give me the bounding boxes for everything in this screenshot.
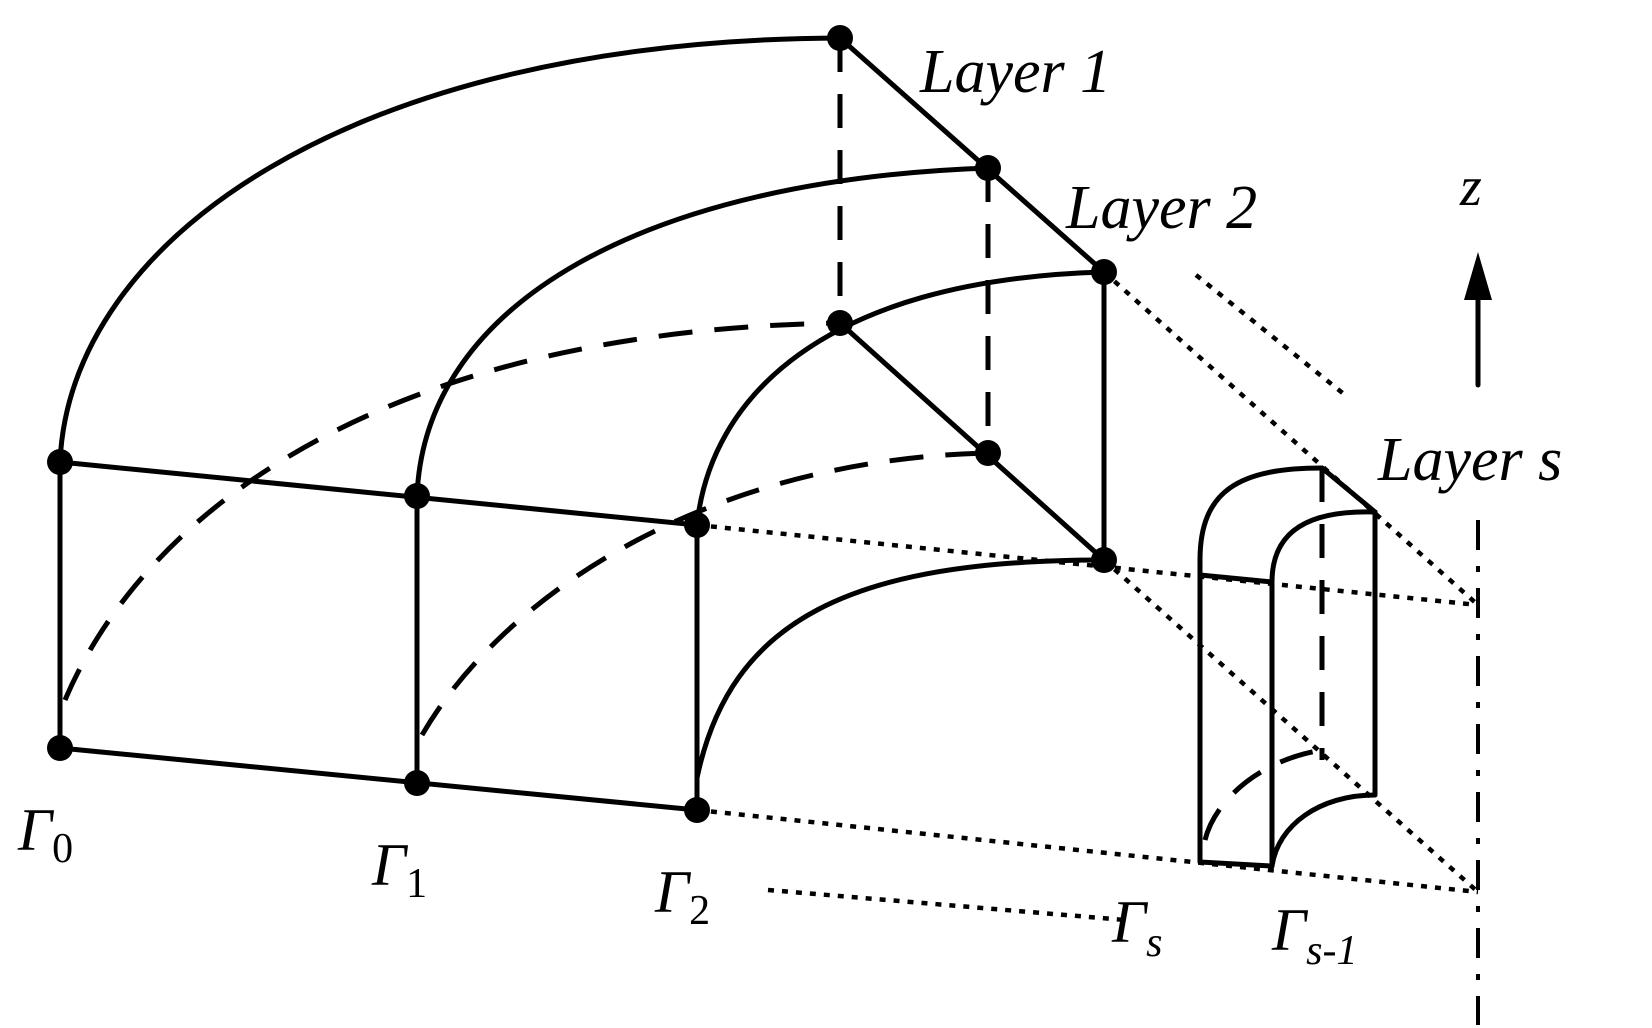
z-axis-label: z bbox=[1459, 156, 1482, 218]
node bbox=[827, 310, 853, 336]
gamma-s-top-arc bbox=[1197, 465, 1325, 865]
innermost-upper-radial bbox=[1197, 572, 1275, 585]
gamma-s-1-label: Γs-1 bbox=[1271, 897, 1357, 974]
dotted-mid-diagonal bbox=[1102, 558, 1480, 894]
node bbox=[827, 25, 853, 51]
gamma-2-label: Γ2 bbox=[654, 859, 710, 934]
mid-diagonal-edge bbox=[837, 320, 1107, 563]
node bbox=[1091, 259, 1117, 285]
node bbox=[975, 440, 1001, 466]
gamma-1-top-arc bbox=[414, 165, 991, 499]
node bbox=[975, 155, 1001, 181]
node bbox=[684, 512, 710, 538]
node bbox=[1091, 547, 1117, 573]
innermost-hidden-arc bbox=[1202, 747, 1323, 841]
gamma-0-top-arc bbox=[57, 35, 843, 465]
layer-2-shell bbox=[414, 165, 991, 786]
node bbox=[404, 483, 430, 509]
innermost-bottom-edge bbox=[1197, 859, 1275, 869]
layer-2-label: Layer 2 bbox=[1065, 174, 1257, 242]
z-arrow-head bbox=[1464, 252, 1492, 300]
innermost-top-diagonal bbox=[1319, 465, 1378, 515]
innermost-shell bbox=[1197, 465, 1378, 869]
layer-s-inner-shell bbox=[694, 269, 1107, 813]
gamma-2-bottom-arc bbox=[694, 557, 1107, 781]
lower-radial-edge bbox=[57, 745, 700, 813]
gamma-s-label: Γs bbox=[1111, 889, 1163, 966]
dotted-gamma-s-line bbox=[767, 887, 1126, 923]
nodes bbox=[47, 25, 1117, 823]
gamma-0-label: Γ0 bbox=[17, 797, 73, 872]
gamma-1-hidden-arc bbox=[419, 450, 989, 737]
gamma-s-1-bottom-arc bbox=[1269, 792, 1378, 869]
layer-1-shell bbox=[57, 35, 843, 751]
gamma-1-label: Γ1 bbox=[371, 832, 427, 907]
node bbox=[47, 449, 73, 475]
node bbox=[47, 735, 73, 761]
dotted-upper-radial bbox=[696, 522, 1479, 608]
continuation-lines bbox=[696, 270, 1480, 923]
layer-1-label: Layer 1 bbox=[919, 38, 1111, 106]
radial-lines bbox=[57, 35, 1107, 813]
top-diagonal-edge bbox=[837, 35, 1107, 275]
dotted-parallel-diagonal bbox=[1194, 273, 1347, 397]
z-axis: z bbox=[1459, 156, 1492, 1025]
node bbox=[404, 770, 430, 796]
gamma-s-1-top-arc bbox=[1269, 509, 1378, 869]
layer-s-label: Layer s bbox=[1377, 426, 1562, 494]
gamma-0-hidden-arc bbox=[62, 320, 841, 701]
upper-radial-edge bbox=[57, 459, 700, 528]
gamma-2-top-arc bbox=[694, 269, 1107, 528]
dotted-lower-radial bbox=[696, 807, 1479, 895]
node bbox=[684, 797, 710, 823]
